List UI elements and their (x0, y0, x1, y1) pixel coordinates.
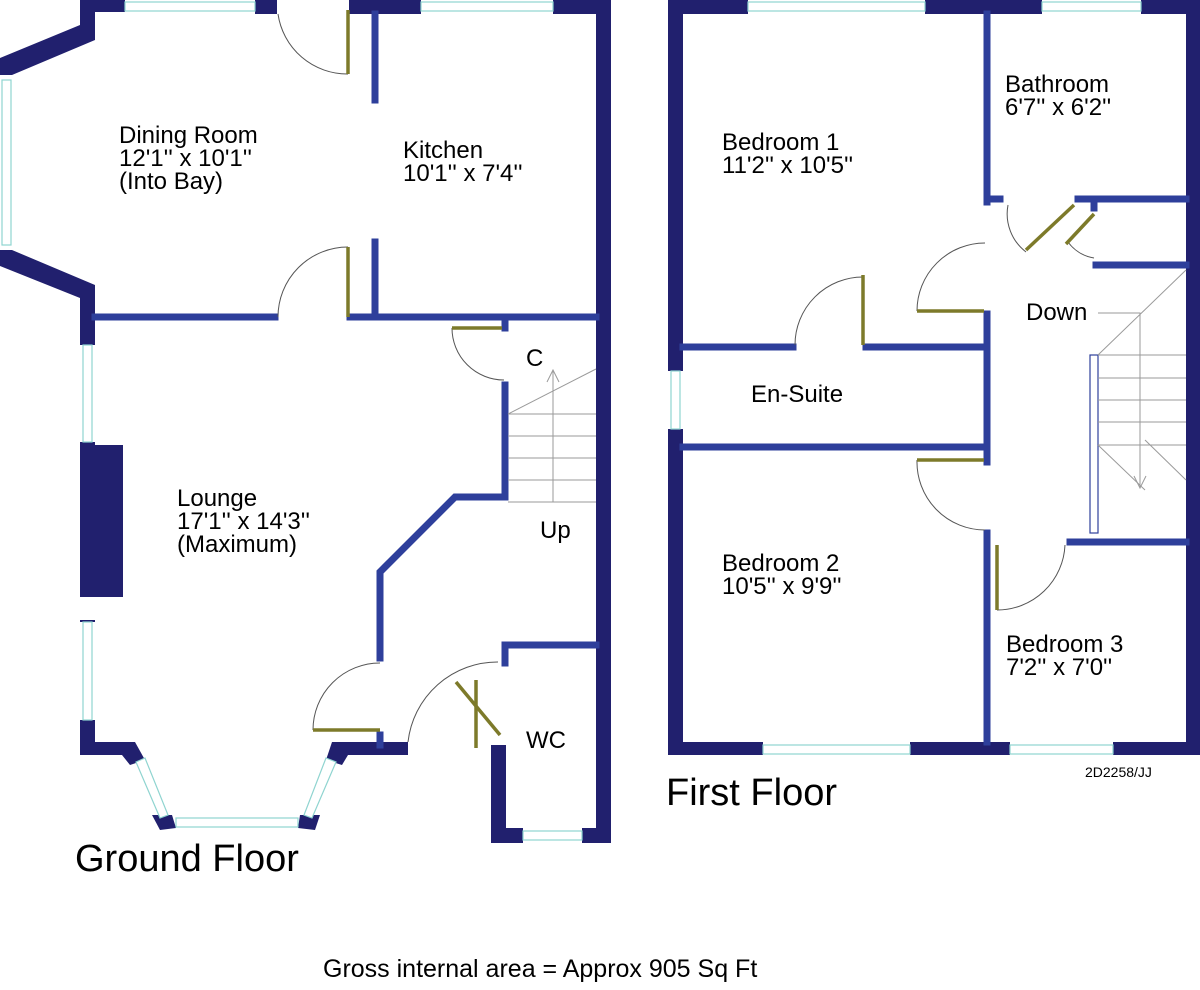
room-name: Lounge (177, 485, 258, 512)
ground-floor-internal-walls (91, 10, 600, 749)
room-label-dining-room: Dining Room 12'1'' x 10'1'' (Into Bay) (119, 122, 258, 195)
room-dimensions: 10'1'' x 7'4'' (403, 160, 523, 187)
room-label-bedroom-3: Bedroom 3 7'2'' x 7'0'' (1006, 631, 1124, 681)
room-label-lounge: Lounge 17'1'' x 14'3'' (Maximum) (177, 485, 310, 558)
first-floor-outer-walls (668, 0, 1200, 755)
room-name: Dining Room (119, 122, 258, 149)
ground-floor-stairs (507, 368, 597, 503)
ground-floor-outer-walls (0, 0, 611, 843)
room-name: Kitchen (403, 137, 484, 164)
room-dimensions: 10'5'' x 9'9'' (722, 573, 842, 600)
first-floor-doors (794, 203, 1096, 611)
room-label-cupboard: C (526, 345, 544, 372)
first-floor-title: First Floor (666, 772, 837, 814)
plan-reference-code: 2D2258/JJ (1085, 764, 1152, 780)
room-dimensions: 6'7'' x 6'2'' (1005, 94, 1112, 121)
room-name: Bathroom (1005, 71, 1110, 98)
room-label-bedroom-2: Bedroom 2 10'5'' x 9'9'' (722, 550, 842, 600)
room-label-bathroom: Bathroom 6'7'' x 6'2'' (1005, 71, 1112, 121)
stairs-down-label: Down (1026, 299, 1088, 326)
room-dimensions: 7'2'' x 7'0'' (1006, 654, 1113, 681)
first-floor-stairs (1089, 269, 1187, 534)
room-dimensions: 11'2'' x 10'5'' (722, 152, 854, 179)
room-name: Bedroom 1 (722, 129, 840, 156)
room-label-bedroom-1: Bedroom 1 11'2'' x 10'5'' (722, 129, 854, 179)
room-name: Bedroom 3 (1006, 631, 1124, 658)
first-floor-plan (668, 0, 1200, 755)
room-note: (Maximum) (177, 531, 297, 558)
ground-floor-windows (1, 1, 583, 841)
room-name: Bedroom 2 (722, 550, 840, 577)
room-dimensions: 17'1'' x 14'3'' (177, 508, 310, 535)
first-floor-internal-walls (679, 10, 1190, 746)
room-dimensions: 12'1'' x 10'1'' (119, 145, 252, 172)
gross-internal-area: Gross internal area = Approx 905 Sq Ft (323, 955, 758, 983)
stairs-up-label: Up (540, 517, 571, 544)
ground-floor-title: Ground Floor (75, 838, 299, 880)
ground-floor-doors (277, 10, 505, 748)
first-floor-windows (670, 1, 1142, 755)
ground-floor-plan (0, 0, 611, 843)
room-label-kitchen: Kitchen 10'1'' x 7'4'' (403, 137, 523, 187)
room-label-en-suite: En-Suite (751, 381, 844, 408)
room-note: (Into Bay) (119, 168, 224, 195)
room-label-wc: WC (526, 727, 566, 754)
